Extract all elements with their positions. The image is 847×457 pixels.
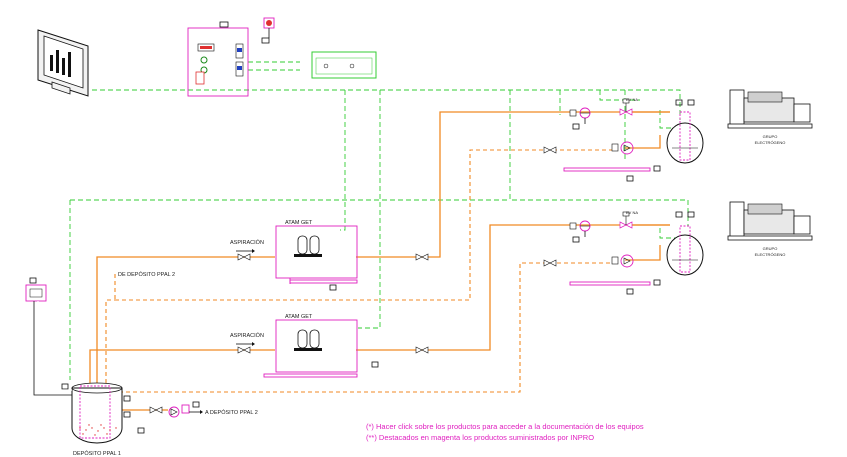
pump-icon[interactable] [168,401,203,418]
generator-2-label-1: GRUPO [763,246,778,251]
gen2-return-pump[interactable] [569,254,651,295]
gen1-feed-pump[interactable] [569,107,591,130]
generator-1-label-2: ELECTRÓGENO [755,140,786,145]
filter-1-label: ATAM GET [285,220,313,226]
to-tank-2-label: A DEPÓSITO PPAL 2 [205,409,258,416]
main-tank-label: DEPÓSITO PPAL 1 [73,450,121,457]
day-tank-2[interactable] [653,211,704,286]
filter-cartridge-icon [294,235,322,257]
gen2-feed-pump[interactable] [569,220,591,243]
signal-lines [69,61,689,380]
day-tank-1[interactable] [653,99,704,172]
level-gauge-icon[interactable] [25,277,72,396]
aspiration-2-label: ASPIRACIÓN [230,332,264,339]
solenoid-valve-icon[interactable] [619,211,633,229]
filter-unit-2[interactable] [263,319,379,378]
filter-unit-1[interactable] [275,225,358,291]
valve-2-label: EV NA [626,210,638,215]
note-documentation: (*) Hacer click sobre los productos para… [366,422,644,431]
main-tank[interactable] [61,382,145,444]
alarm-beacon-icon[interactable] [261,17,275,44]
generator-1-label-1: GRUPO [763,134,778,139]
filter-2-label: ATAM GET [285,314,313,320]
gen1-return-pump[interactable] [563,141,651,182]
generator-icon[interactable] [727,89,813,129]
generator-2-label-2: ELECTRÓGENO [755,252,786,257]
from-tank-2-label: DE DEPÓSITO PPAL 2 [118,271,175,278]
monitor-icon[interactable] [37,29,89,97]
aspiration-1-label: ASPIRACIÓN [230,239,264,246]
filter-cartridge-icon [294,329,322,351]
manual-valves [149,146,557,414]
fuel-lines [89,111,670,411]
generator-icon[interactable] [727,201,813,241]
control-panel[interactable] [187,21,249,97]
solenoid-valve-icon[interactable] [619,98,633,116]
comm-module[interactable] [311,51,377,79]
valve-1-label: EV NA [626,97,638,102]
note-inpro-products: (**) Destacados en magenta los productos… [366,433,594,442]
